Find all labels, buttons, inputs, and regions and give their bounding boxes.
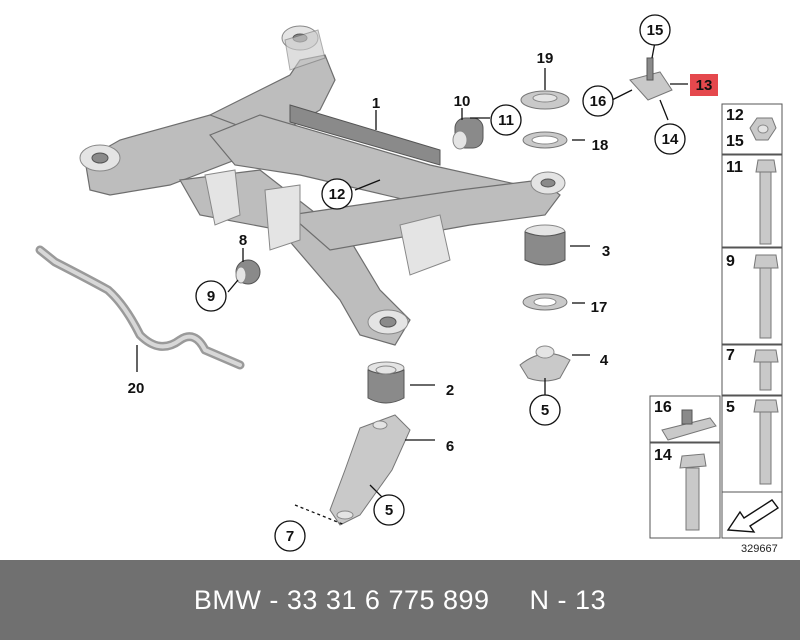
callout-label: 10 (454, 93, 471, 110)
spacer-ring-part-18 (522, 131, 568, 149)
callout-c10: 10 (454, 93, 471, 110)
callout-label: 2 (446, 382, 454, 399)
callout-label: 1 (372, 95, 380, 112)
callout-label: 9 (207, 288, 215, 305)
diagram-reference-number: 329667 (741, 543, 778, 555)
bracket-part-13 (629, 57, 673, 101)
callout-label: 8 (239, 232, 247, 249)
callout-c3: 3 (602, 243, 610, 260)
callout-c9: 9 (195, 280, 227, 312)
callout-label: 14 (662, 131, 679, 148)
callout-circle (654, 123, 686, 155)
parts-diagram: 1234556789101112131415161718192012151197… (35, 14, 783, 555)
washer-part-19 (520, 90, 570, 110)
callout-label: 11 (498, 112, 514, 129)
callout-circle (490, 104, 522, 136)
callout-circle (274, 520, 306, 552)
rubber-mount-part-8 (235, 259, 261, 285)
rubber-mount-part-2 (367, 361, 405, 404)
callout-c8: 8 (239, 232, 247, 249)
callout-c16: 16 (582, 85, 614, 117)
leader-lines (136, 41, 688, 526)
footer-part-number: BMW - 33 31 6 775 899 N - 13 (193, 584, 607, 615)
callout-layer: 1234556789101112131415161718192012151197… (128, 14, 744, 552)
callout-label: 7 (286, 528, 294, 545)
callout-c4: 4 (600, 352, 609, 369)
callout-c5a: 5 (529, 394, 561, 426)
callout-label: 4 (600, 352, 609, 369)
callout-label: 17 (591, 299, 608, 316)
callout-circle (321, 178, 353, 210)
callout-c5b: 5 (373, 494, 405, 526)
callout-c2: 2 (446, 382, 454, 399)
side-panel-label: 5 (726, 399, 735, 416)
callout-label: 3 (602, 243, 610, 260)
callout-c1: 1 (372, 95, 380, 112)
callout-circle (373, 494, 405, 526)
callout-c15: 15 (639, 14, 671, 46)
side-panel-label: 9 (726, 253, 735, 270)
callout-label: 18 (592, 137, 609, 154)
callout-c7: 7 (274, 520, 306, 552)
callout-label: 6 (446, 438, 454, 455)
callout-label: 5 (385, 502, 393, 519)
callout-c11: 11 (490, 104, 522, 136)
washer-part-17 (522, 293, 568, 311)
callout-label: 16 (590, 93, 607, 110)
footer-bar: BMW - 33 31 6 775 899 N - 13 (0, 560, 800, 640)
side-panel-label: 7 (726, 347, 735, 364)
side-panel-label: 12 (726, 107, 744, 124)
callout-label: 15 (647, 22, 664, 39)
callout-c14: 14 (654, 123, 686, 155)
callout-circle (582, 85, 614, 117)
callout-c13: 13 (690, 74, 718, 96)
callout-circle (529, 394, 561, 426)
callout-label: 12 (329, 186, 346, 203)
callout-c12: 12 (321, 178, 353, 210)
callout-label: 19 (537, 50, 554, 67)
callout-c17: 17 (591, 299, 608, 316)
support-part-4 (519, 345, 571, 382)
side-panel-label-secondary: 15 (726, 133, 744, 150)
bracket-part-6 (329, 414, 411, 526)
side-panel-label: 11 (726, 159, 743, 176)
callout-c6: 6 (446, 438, 454, 455)
callout-c19: 19 (537, 50, 554, 67)
callout-label: 13 (696, 77, 713, 94)
rubber-mount-part-10 (452, 117, 484, 150)
callout-circle (639, 14, 671, 46)
callout-highlight (690, 74, 718, 96)
callout-c20: 20 (128, 380, 145, 397)
rear-axle-subframe (79, 25, 566, 346)
side-panel-label: 16 (654, 399, 672, 416)
callout-c18: 18 (592, 137, 609, 154)
callout-label: 20 (128, 380, 145, 397)
callout-label: 5 (541, 402, 549, 419)
fastener-side-panel (649, 103, 783, 539)
side-panel-label: 14 (654, 447, 672, 464)
callout-circle (195, 280, 227, 312)
rubber-mount-part-3 (524, 224, 566, 266)
